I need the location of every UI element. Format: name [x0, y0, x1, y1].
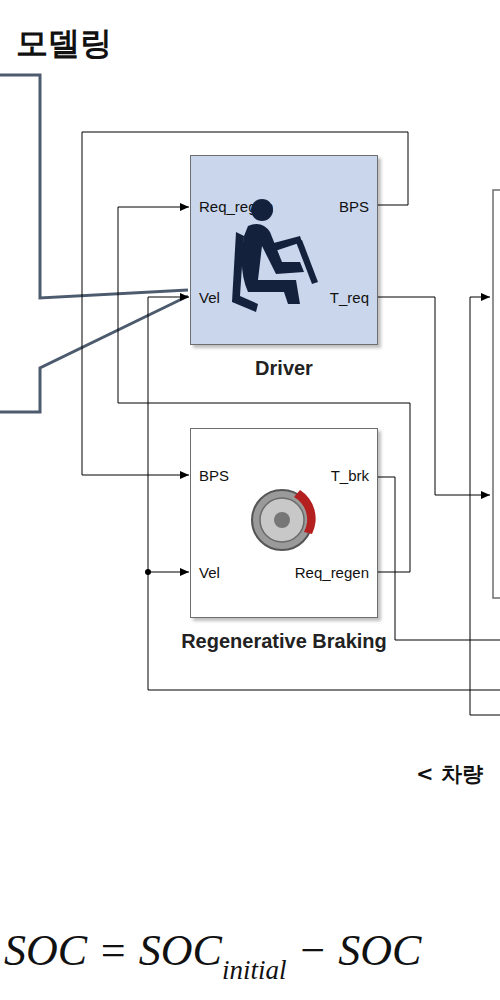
port-name: Vel [199, 289, 220, 306]
port-name: Req_regen [199, 198, 273, 215]
leader-line [0, 296, 188, 412]
block-name: Driver [171, 356, 397, 381]
formula-term: initial [222, 955, 287, 985]
driver-block: Req_regenBPSVelT_reqDriver [190, 155, 378, 345]
port-name: BPS [199, 467, 229, 484]
port-name: T_req [330, 289, 369, 306]
port-name: BPS [339, 198, 369, 215]
signal-connector [82, 132, 408, 475]
signal-wire [148, 297, 500, 690]
formula: SOC = SOCinitial − SOC [4, 925, 421, 976]
subsystem-block: BPST_brkVelReq_regenRegenerative Braking [190, 428, 378, 618]
port-name: Vel [199, 564, 220, 581]
port-name: T_brk [331, 467, 369, 484]
leader-line [0, 75, 188, 298]
signal-wire [378, 297, 490, 495]
signal-wire [470, 297, 500, 715]
page-title: 모델링 [16, 22, 112, 66]
formula-term: − SOC [286, 926, 421, 975]
figure-caption: < 차량 [416, 760, 483, 788]
formula-term: SOC = SOC [4, 926, 222, 975]
block-name: Regenerative Braking [171, 629, 397, 654]
subsystem-block [493, 190, 500, 598]
signal-wire [148, 572, 189, 573]
port-name: Req_regen [295, 564, 369, 581]
signal-wire [378, 477, 500, 640]
branch-dot [145, 569, 151, 575]
